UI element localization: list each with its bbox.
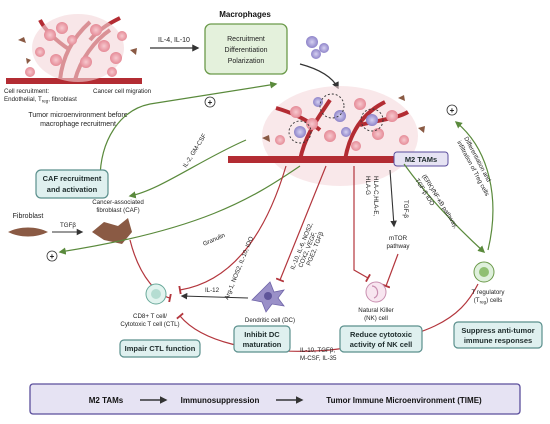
tme-illustration-center xyxy=(228,86,442,186)
nk-label-line2: (NK) cell xyxy=(364,315,388,322)
banner-m2-tams: M2 TAMs xyxy=(89,396,124,405)
impair-ctl-box xyxy=(119,339,201,358)
inhibit-dc-line1: Inhibit DC xyxy=(244,330,280,339)
caf-box-line2: and activation xyxy=(47,185,98,194)
reduce-nk-line2: activity of NK cell xyxy=(350,340,413,349)
reduce-nk-line1: Reduce cytotoxic xyxy=(350,330,412,339)
il12-label: IL-12 xyxy=(205,287,220,294)
inhibit-caf-to-ctl xyxy=(129,239,172,303)
cell-recruitment-types: Endothelial, Treg, fibroblast xyxy=(4,96,77,104)
suppress-line1: Suppress anti-tumor xyxy=(461,326,534,335)
arrow-granulin xyxy=(58,165,301,255)
plus-sign-top xyxy=(204,96,216,108)
inhibit-mtor-to-nk xyxy=(381,253,399,289)
inhibit-dc-line2: maturation xyxy=(243,340,282,349)
nk-cell xyxy=(365,281,387,303)
inhibit-to-dc xyxy=(275,165,327,283)
fibroblast-label: Fibroblast xyxy=(13,213,44,220)
banner-time: Tumor Immune Microenvironment (TIME) xyxy=(326,396,482,405)
macrophage-cells xyxy=(306,36,329,59)
ctl-label-line2: Cytotoxic T cell (CTL) xyxy=(120,321,179,328)
macrophages-title: Macrophages xyxy=(219,10,271,19)
tme-caption-line2: macrophage recruitment xyxy=(40,121,116,128)
macrophage-recruitment: Recruitment xyxy=(227,36,265,43)
ctl-cell xyxy=(145,283,167,305)
erk-line1: (ERK)/NF-κB pathway, xyxy=(420,173,459,230)
tme-illustration-top xyxy=(6,14,142,84)
plus-sign-left xyxy=(46,250,58,262)
suppress-line2: immune responses xyxy=(464,336,532,345)
arrow-macrophage-to-tumor xyxy=(299,63,339,90)
caf-box-line1: CAF recruitment xyxy=(43,174,102,183)
inhibit-treg-to-ctl xyxy=(176,283,479,352)
mtor-line1: mTOR xyxy=(389,235,408,242)
banner-immunosuppression: Immunosuppression xyxy=(181,396,260,405)
plus-text-right: + xyxy=(450,106,455,115)
cell-recruitment-label: Cell recruitment: xyxy=(4,88,49,95)
m2-tams-badge xyxy=(393,151,449,167)
inhibit-hla-to-nk xyxy=(353,166,371,283)
caf-cell xyxy=(92,218,132,244)
ctl-label-line1: CD8+ T cell/ xyxy=(133,313,167,320)
nk-label-line1: Natural Killer xyxy=(358,307,393,314)
arrow-caf-to-macrophage xyxy=(99,81,278,181)
macrophage-polarization: Polarization xyxy=(228,58,265,65)
tam-dashed-circles xyxy=(288,93,384,144)
plus-sign-right xyxy=(446,104,458,116)
il10-bottom-line2: M-CSF, IL-35 xyxy=(300,355,337,362)
arrow-to-mtor xyxy=(389,169,397,228)
suppress-box xyxy=(453,321,543,349)
tumor-mass-center xyxy=(262,86,418,186)
arrow-il12 xyxy=(180,292,249,300)
il2-gmcsf-label: IL-2, GM-CSF xyxy=(182,133,208,170)
plus-text-top: + xyxy=(208,98,213,107)
mtor-line2: pathway xyxy=(386,243,410,250)
tgfb2-label: TGF-β xyxy=(402,200,409,218)
macrophage-differentiation: Differentiation xyxy=(224,47,267,54)
arrow-tam-to-treg xyxy=(403,163,486,253)
treg-cell xyxy=(473,261,495,283)
treg-label-line1: T regulatory xyxy=(472,289,506,296)
arrow-treg-feedback xyxy=(454,121,494,251)
macrophage-box xyxy=(204,23,288,75)
hla-line2: HLA-G xyxy=(364,176,371,195)
impair-ctl-label: Impair CTL function xyxy=(125,344,196,353)
caf-box xyxy=(35,169,109,199)
tme-caption-line1: Tumor microenvironment before xyxy=(28,112,127,119)
hla-line1: HLA-C,HLA-E, xyxy=(372,176,379,217)
summary-banner xyxy=(29,383,521,415)
arrow-il2-gmcsf xyxy=(128,139,247,199)
caf-label-line1: Cancer-associated xyxy=(92,199,144,206)
m2-tams-label: M2 TAMs xyxy=(405,155,437,164)
dc-cell xyxy=(251,281,285,313)
tam-cells-center xyxy=(294,97,378,138)
caf-label-line2: fibroblast (CAF) xyxy=(96,207,139,214)
cancer-cells-top xyxy=(25,22,127,77)
plus-text-left: + xyxy=(50,252,55,261)
treg-label-line2: (Treg) cells xyxy=(474,297,503,305)
reduce-nk-box xyxy=(339,325,423,353)
inhibit-arg1-to-ctl xyxy=(178,165,287,295)
inhibit-dc-box xyxy=(233,325,291,353)
blood-vessel-center xyxy=(228,156,442,163)
dc-label: Dendritic cell (DC) xyxy=(245,317,295,324)
granulin-label: Granulin xyxy=(202,232,227,248)
cancer-migration-label: Cancer cell migration xyxy=(93,88,152,95)
il10-bottom-line1: IL-10, TGFβ, xyxy=(300,347,335,354)
il4-il10-label: IL-4, IL-10 xyxy=(158,37,190,44)
tgfb-label: TGFβ xyxy=(60,222,76,229)
cancer-cells-center xyxy=(275,98,409,151)
fibroblast-cell xyxy=(8,227,48,237)
